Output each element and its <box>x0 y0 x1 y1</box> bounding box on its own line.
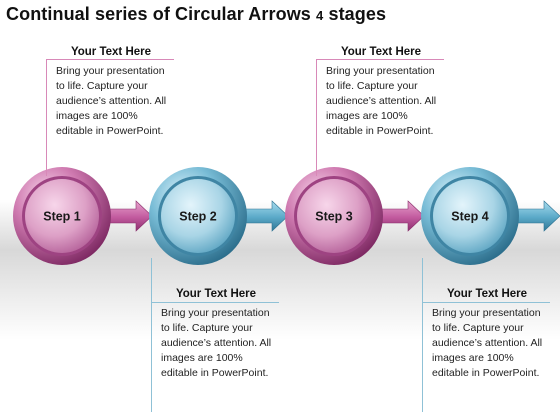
step-4-label: Step 4 <box>451 210 489 224</box>
textbox-step-3: Your Text Here Bring your presentation t… <box>316 44 446 176</box>
textbox-leader-line <box>316 59 317 176</box>
textbox-leader-line <box>46 59 47 176</box>
step-2: Step 2 <box>149 167 289 265</box>
step-4-face <box>433 179 507 253</box>
step-3-face <box>297 179 371 253</box>
textbox-body: Bring your presentation to life. Capture… <box>161 307 272 379</box>
textbox-step-4: Your Text Here Bring your presentation t… <box>422 258 552 414</box>
step-4: Step 4 <box>421 167 560 265</box>
textbox-body: Bring your presentation to life. Capture… <box>56 65 167 137</box>
textbox-heading: Your Text Here <box>70 46 152 58</box>
step-1: Step 1 <box>13 167 153 265</box>
textbox-heading: Your Text Here <box>340 46 422 58</box>
step-2-label: Step 2 <box>179 210 217 224</box>
step-1-label: Step 1 <box>43 210 81 224</box>
step-3: Step 3 <box>285 167 425 265</box>
textbox-leader-line <box>422 258 423 412</box>
textbox-top-rule <box>422 302 550 303</box>
textbox-heading: Your Text Here <box>175 288 257 300</box>
page-title: Continual series of Circular Arrows 4 st… <box>6 4 386 25</box>
step-2-face <box>161 179 235 253</box>
title-stage-count: 4 <box>316 8 324 23</box>
textbox-top-rule <box>46 59 174 60</box>
step-1-face <box>25 179 99 253</box>
textbox-heading: Your Text Here <box>446 288 528 300</box>
textbox-step-2: Your Text Here Bring your presentation t… <box>151 258 281 414</box>
textbox-body: Bring your presentation to life. Capture… <box>432 307 543 379</box>
title-suffix: stages <box>328 4 387 24</box>
step-3-label: Step 3 <box>315 210 353 224</box>
textbox-top-rule <box>151 302 279 303</box>
textbox-body: Bring your presentation to life. Capture… <box>326 65 437 137</box>
textbox-top-rule <box>316 59 444 60</box>
textbox-leader-line <box>151 258 152 412</box>
title-main: Continual series of Circular Arrows <box>6 4 311 24</box>
textbox-step-1: Your Text Here Bring your presentation t… <box>46 44 176 176</box>
